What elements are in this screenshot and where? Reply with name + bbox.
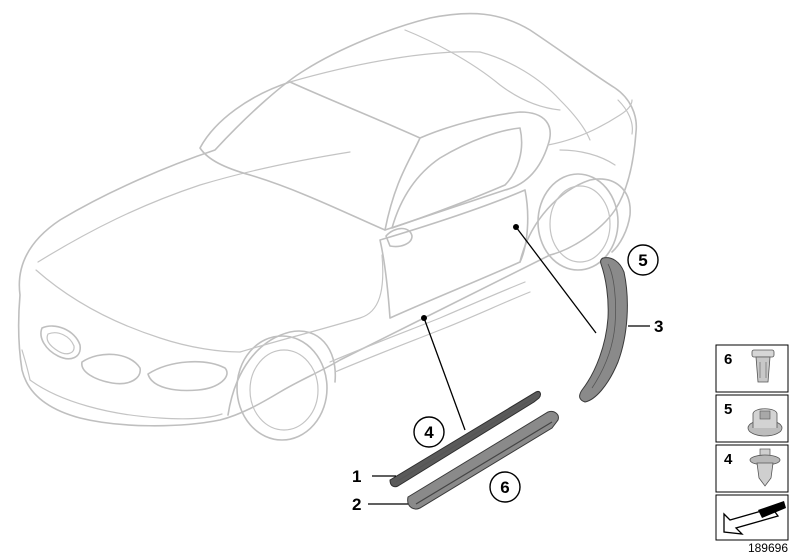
diagram-number: 189696 [748, 541, 788, 555]
callout-4[interactable]: 4 [413, 416, 445, 448]
callout-label-2: 2 [352, 495, 361, 514]
leader-lines [368, 224, 650, 505]
callout-1[interactable]: 1 [352, 467, 361, 486]
callout-6[interactable]: 6 [489, 471, 521, 503]
callout-circle-5 [627, 244, 659, 276]
callout-circle-6 [489, 471, 521, 503]
legend-label-6: 6 [724, 351, 732, 368]
callout-label-6: 6 [500, 478, 509, 497]
callout-3[interactable]: 3 [654, 317, 663, 336]
legend-item-5[interactable]: 5 [715, 394, 789, 443]
callout-2[interactable]: 2 [352, 495, 361, 514]
push-rivet-icon [749, 448, 781, 487]
part-2-sill-trim[interactable] [407, 411, 559, 510]
grommet-nut-icon [747, 408, 783, 437]
legend-arrow-box [715, 494, 789, 541]
callout-5[interactable]: 5 [627, 244, 659, 276]
direction-arrow-icon [723, 501, 786, 535]
part-3-rear-wheel-arch-trim[interactable] [579, 257, 628, 403]
legend-label-5: 5 [724, 401, 732, 418]
part-1-sill-strip[interactable] [389, 391, 541, 488]
callout-label-3: 3 [654, 317, 663, 336]
fastener-legend: 6 5 4 [715, 344, 789, 541]
callout-label-4: 4 [424, 423, 434, 442]
callout-label-5: 5 [638, 251, 647, 270]
legend-item-6[interactable]: 6 [715, 344, 789, 393]
legend-label-4: 4 [724, 451, 733, 468]
plastic-clip-icon [751, 349, 775, 383]
legend-item-4[interactable]: 4 [715, 444, 789, 493]
callout-circle-4 [413, 416, 445, 448]
car-outline [17, 12, 638, 441]
callout-label-1: 1 [352, 467, 361, 486]
